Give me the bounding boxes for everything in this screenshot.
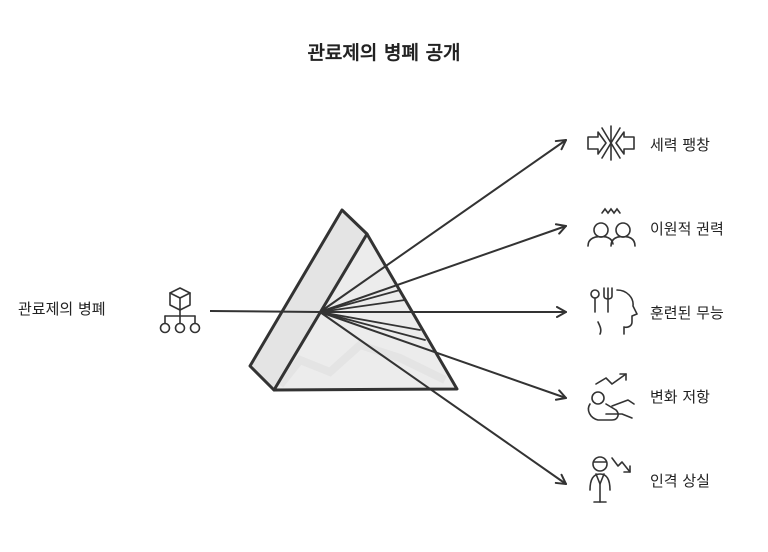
ray-inner-3 bbox=[319, 311, 421, 331]
ray-resistance bbox=[319, 311, 567, 401]
output-label-dual-power: 이원적 권력 bbox=[650, 220, 724, 238]
input-beam bbox=[209, 310, 321, 313]
prism-outline bbox=[248, 208, 459, 392]
input-label: 관료제의 병폐 bbox=[18, 300, 106, 318]
resistance-figure-icon bbox=[587, 373, 635, 421]
expansion-arrows-icon bbox=[587, 125, 635, 161]
output-label-resistance: 변화 저항 bbox=[650, 388, 710, 406]
output-rays bbox=[319, 139, 567, 485]
output-label-depersonalization: 인격 상실 bbox=[650, 472, 710, 490]
ray-inner-1 bbox=[319, 289, 401, 313]
ray-expansion bbox=[319, 139, 567, 313]
head-utensils-icon bbox=[590, 287, 638, 335]
output-label-trained-incapacity: 훈련된 무능 bbox=[650, 304, 724, 322]
ray-inner-4 bbox=[319, 311, 426, 341]
diagram-title: 관료제의 병폐 공개 bbox=[307, 42, 461, 64]
hierarchy-cube-icon bbox=[159, 287, 201, 334]
ray-depersonalization bbox=[319, 311, 567, 485]
ray-dual-power bbox=[319, 223, 567, 313]
ray-inner-2 bbox=[319, 299, 406, 313]
person-decline-icon bbox=[589, 456, 631, 503]
output-label-expansion: 세력 팽창 bbox=[650, 136, 710, 154]
two-people-icon bbox=[587, 207, 636, 247]
prism-side-face bbox=[250, 210, 367, 390]
